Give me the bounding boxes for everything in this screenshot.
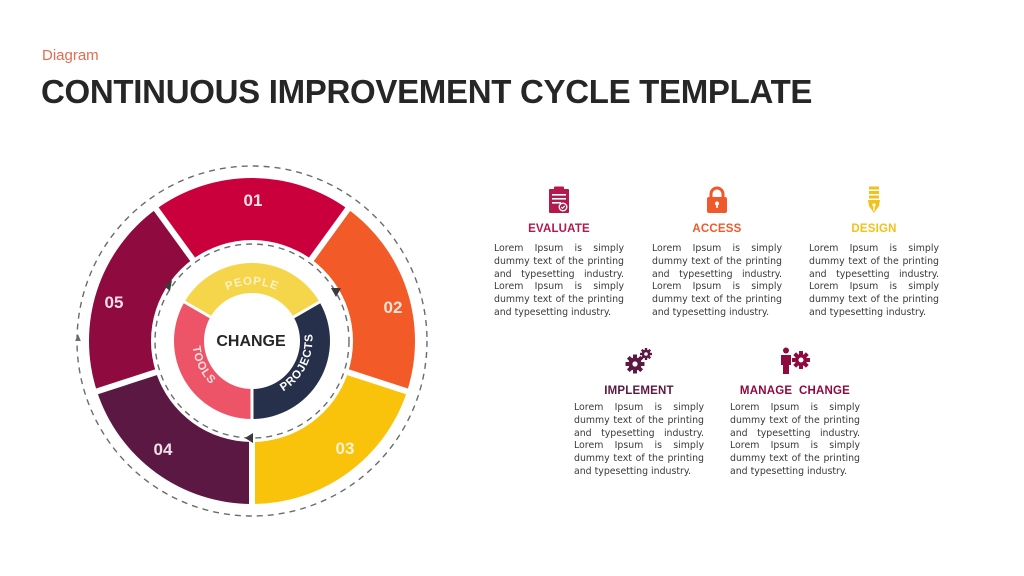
arrow-clockwise-icon [331,288,341,297]
step-description: Lorem Ipsum is simply dummy text of the … [574,402,704,477]
improvement-cycle-diagram: PEOPLE PROJECTS TOOLS CHANGE 01 02 03 04… [75,165,428,517]
segment-number-01: 01 [244,191,263,210]
step-description: Lorem Ipsum is simply dummy text of the … [730,402,860,477]
clipboard-check-icon [494,182,624,214]
step-title: MANAGE CHANGE [739,385,851,397]
step-description: Lorem Ipsum is simply dummy text of the … [494,243,624,318]
outer-segment-01 [156,178,348,260]
center-label: CHANGE [216,333,286,350]
step-card-manage-change: MANAGE CHANGE Lorem Ipsum is simply dumm… [730,343,860,479]
outer-segment-03 [252,372,408,504]
inner-label-people: PEOPLE [224,276,280,293]
step-card-implement: IMPLEMENT Lorem Ipsum is simply dummy te… [574,343,704,479]
arrow-up-icon [75,334,81,341]
inner-segment-projects [252,302,331,419]
step-description: Lorem Ipsum is simply dummy text of the … [809,243,939,318]
step-title: IMPLEMENT [604,385,674,397]
outer-segment-02 [311,209,415,392]
outer-segment-05 [89,209,193,392]
outer-segment-04 [96,372,253,504]
step-card-access: ACCESS Lorem Ipsum is simply dummy text … [652,182,782,320]
segment-number-05: 05 [105,293,124,312]
segment-number-02: 02 [384,298,403,317]
slide-category: Diagram [42,47,99,64]
fountain-pen-icon [809,182,939,214]
segment-number-03: 03 [336,439,355,458]
outer-dashed-path [76,165,428,517]
step-title: DESIGN [851,223,897,235]
step-description: Lorem Ipsum is simply dummy text of the … [652,243,782,318]
step-card-design: DESIGN Lorem Ipsum is simply dummy text … [809,182,939,320]
padlock-icon [652,182,782,214]
arrow-clockwise-icon [164,280,172,291]
arrow-clockwise-icon [245,433,253,443]
slide-title: CONTINUOUS IMPROVEMENT CYCLE TEMPLATE [41,73,813,110]
step-title: EVALUATE [528,223,590,235]
gears-icon [574,343,704,375]
step-card-evaluate: EVALUATE Lorem Ipsum is simply dummy tex… [494,182,624,320]
inner-segment-tools [173,302,252,419]
step-title: ACCESS [692,223,742,235]
inner-segment-people [184,263,320,317]
segment-number-04: 04 [154,440,173,459]
person-gear-icon [730,343,860,375]
inner-dashed-path [154,243,350,439]
outer-ring [89,178,415,506]
inner-ring [173,263,331,421]
